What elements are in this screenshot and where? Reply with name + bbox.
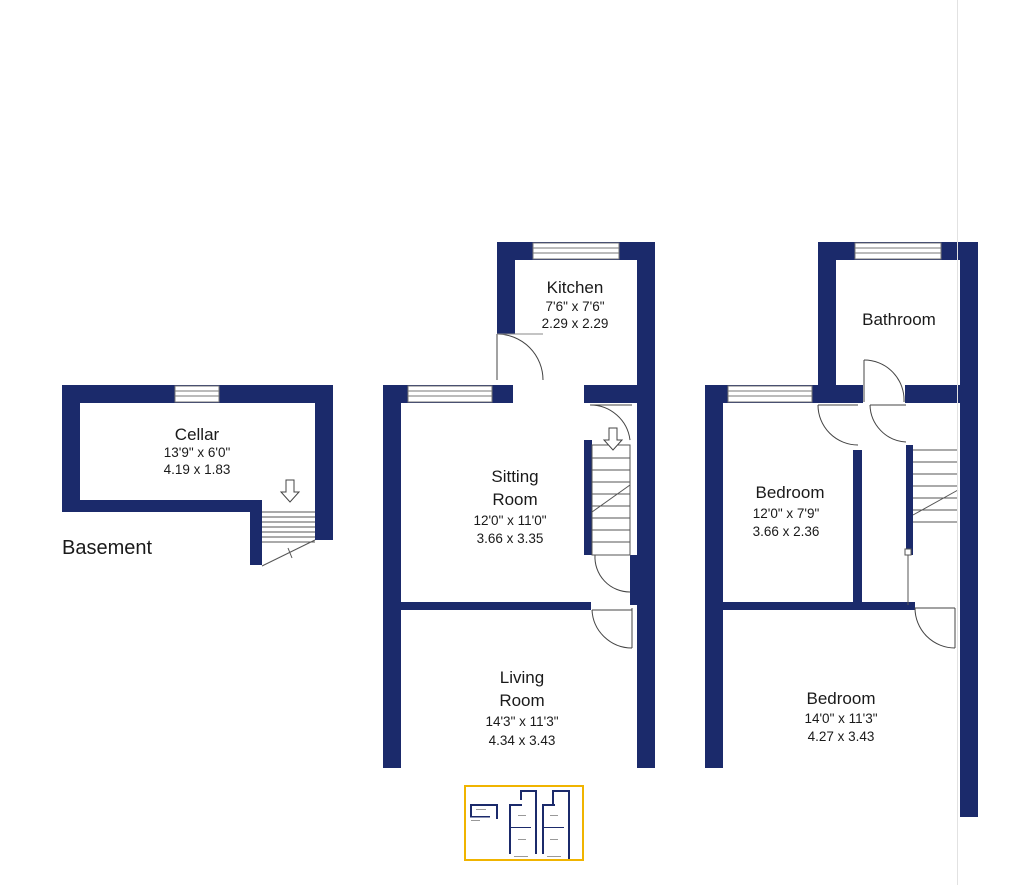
- stairs: [591, 444, 631, 556]
- stairs-down-arrow-icon: [279, 479, 301, 503]
- room-dimensions-metric: 4.34 x 3.43: [489, 733, 556, 748]
- wall: [906, 445, 913, 555]
- room-dimensions-metric: 4.27 x 3.43: [808, 729, 875, 744]
- room-dimensions-metric: 3.66 x 2.36: [753, 524, 820, 539]
- door: [869, 404, 907, 443]
- room-label-bedroom-small: Bedroom 12'0" x 7'9" 3.66 x 2.36: [753, 483, 825, 539]
- thumbnail-preview: [470, 790, 570, 860]
- wall: [584, 385, 655, 403]
- wall: [315, 385, 333, 540]
- wall: [630, 555, 637, 605]
- first-floor-plan: [705, 242, 978, 817]
- room-dimensions-imperial: 14'0" x 11'3": [804, 711, 877, 726]
- stairs: [904, 449, 959, 605]
- wall: [401, 602, 591, 610]
- room-dimensions-imperial: 14'3" x 11'3": [485, 714, 558, 729]
- door: [863, 359, 905, 403]
- room-dimensions-imperial: 12'0" x 7'9": [753, 506, 820, 521]
- wall: [62, 385, 80, 512]
- wall: [960, 242, 978, 817]
- door: [591, 608, 633, 649]
- room-dimensions-imperial: 13'9" x 6'0": [164, 445, 231, 460]
- wall: [250, 500, 262, 565]
- room-name: Room: [499, 691, 544, 710]
- wall: [723, 602, 915, 610]
- door: [496, 333, 544, 381]
- room-dimensions-metric: 4.19 x 1.83: [164, 462, 231, 477]
- window: [174, 385, 220, 403]
- room-name: Sitting: [491, 467, 538, 486]
- page-edge-divider: [957, 0, 958, 885]
- room-name: Cellar: [175, 425, 220, 444]
- door: [594, 554, 631, 593]
- door: [914, 607, 956, 649]
- window: [407, 385, 493, 403]
- room-name: Bathroom: [862, 310, 936, 329]
- room-label-sitting-room: Sitting Room 12'0" x 11'0" 3.66 x 3.35: [473, 467, 546, 546]
- room-label-bathroom: Bathroom: [862, 310, 936, 329]
- ground-floor-plan: [383, 242, 655, 768]
- window: [727, 385, 813, 403]
- wall: [383, 385, 401, 768]
- wall: [905, 385, 960, 403]
- room-label-cellar: Cellar 13'9" x 6'0" 4.19 x 1.83: [164, 425, 231, 477]
- window: [532, 242, 620, 260]
- room-label-living-room: Living Room 14'3" x 11'3" 4.34 x 3.43: [485, 668, 558, 748]
- wall: [853, 450, 862, 605]
- room-name: Kitchen: [547, 278, 604, 297]
- stairs-down-arrow-icon: [602, 427, 624, 451]
- room-name: Room: [492, 490, 537, 509]
- room-label-kitchen: Kitchen 7'6" x 7'6" 2.29 x 2.29: [542, 278, 609, 331]
- room-dimensions-metric: 2.29 x 2.29: [542, 316, 609, 331]
- wall: [836, 385, 863, 403]
- wall: [584, 440, 592, 555]
- wall: [705, 385, 723, 768]
- wall: [637, 242, 655, 768]
- floor-label-basement: Basement: [62, 537, 152, 559]
- basement-plan: [62, 385, 333, 567]
- wall: [497, 242, 515, 334]
- room-label-bedroom-large: Bedroom 14'0" x 11'3" 4.27 x 3.43: [804, 689, 877, 744]
- room-name: Living: [500, 668, 544, 687]
- floor-plan-thumbnail[interactable]: [464, 785, 584, 861]
- room-dimensions-metric: 3.66 x 3.35: [477, 531, 544, 546]
- wall: [62, 500, 262, 512]
- room-dimensions-imperial: 7'6" x 7'6": [545, 299, 604, 314]
- room-name: Bedroom: [807, 689, 876, 708]
- door: [817, 404, 859, 446]
- door: [589, 404, 632, 441]
- room-name: Bedroom: [756, 483, 825, 502]
- room-dimensions-imperial: 12'0" x 11'0": [473, 513, 546, 528]
- wall: [818, 242, 836, 402]
- window: [854, 242, 942, 260]
- stairs: [261, 511, 316, 567]
